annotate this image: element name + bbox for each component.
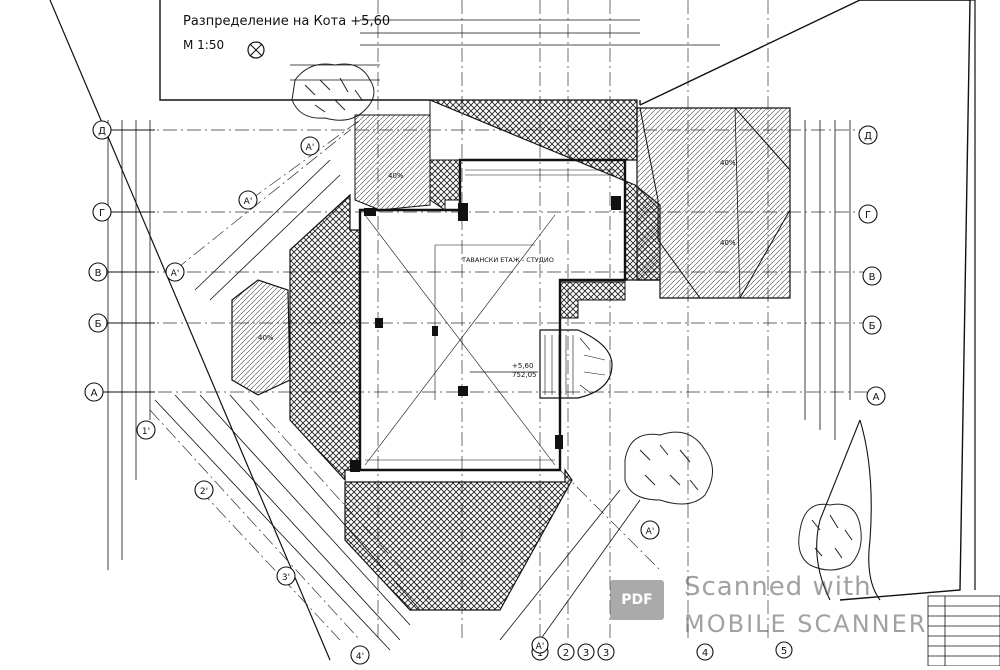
svg-text:Д: Д bbox=[98, 126, 106, 137]
svg-text:5: 5 bbox=[781, 646, 787, 657]
axis-bubble-a2: А' bbox=[238, 190, 258, 210]
axis-bubble-a-left: А bbox=[84, 382, 104, 402]
axis-bubble-5-bottom: 5 bbox=[775, 641, 793, 659]
axis-bubble-2prime: 2' bbox=[194, 480, 214, 500]
room-label: ТАВАНСКИ ЕТАЖ - СТУДИО bbox=[461, 256, 554, 264]
svg-text:А': А' bbox=[171, 269, 180, 279]
axis-bubble-3prime: 3' bbox=[276, 566, 296, 586]
axis-bubble-3-bottom: 3 bbox=[577, 643, 595, 661]
drawing-scale: М 1:50 bbox=[183, 38, 225, 52]
staircase bbox=[539, 329, 613, 399]
drawing-title: Разпределение на Кота +5,60 bbox=[183, 14, 391, 29]
svg-text:В: В bbox=[869, 272, 876, 283]
svg-text:1': 1' bbox=[142, 427, 150, 437]
svg-text:3: 3 bbox=[583, 648, 589, 659]
roof-slope-label-nw: 40% bbox=[388, 172, 404, 180]
stair-treads bbox=[544, 335, 606, 395]
dimension-chain-right bbox=[804, 120, 851, 440]
axis-bubbles-oblique: А' А' А' 1' 2' 3' 4' А' А' bbox=[136, 136, 660, 665]
svg-text:4': 4' bbox=[356, 652, 364, 662]
axis-bubble-3b-bottom: 3 bbox=[597, 643, 615, 661]
plot-edge-left bbox=[49, 0, 331, 661]
svg-text:А: А bbox=[873, 392, 880, 403]
roof-slope-light-ne bbox=[636, 107, 791, 299]
roof-slope-hatched-south bbox=[344, 468, 573, 611]
svg-text:4: 4 bbox=[702, 648, 708, 659]
tree-east bbox=[798, 503, 862, 571]
svg-text:А: А bbox=[91, 388, 98, 399]
axis-bubble-d-right: Д bbox=[858, 125, 878, 145]
axis-bubble-a1: А' bbox=[300, 136, 320, 156]
watermark-line-2: MOBILE SCANNER bbox=[684, 610, 928, 638]
svg-text:А': А' bbox=[646, 527, 655, 537]
axis-bubble-a-s: А' bbox=[531, 636, 549, 654]
tree-northwest bbox=[291, 63, 375, 121]
svg-text:В: В bbox=[95, 268, 102, 279]
axis-bubble-1prime: 1' bbox=[136, 420, 156, 440]
roof-slope-hatched-west bbox=[289, 193, 361, 482]
svg-text:А': А' bbox=[306, 143, 315, 153]
axis-bubbles-bottom: 1 2 3 3 4 5 bbox=[531, 641, 793, 661]
svg-text:Г: Г bbox=[865, 210, 871, 221]
axis-bubble-a-se: А' bbox=[640, 520, 660, 540]
axis-bubble-a-right: А bbox=[866, 386, 886, 406]
svg-text:Г: Г bbox=[99, 208, 105, 219]
axis-bubble-g-left: Г bbox=[92, 202, 112, 222]
north-arrow-symbol bbox=[247, 41, 265, 59]
site-boundary bbox=[159, 0, 971, 601]
axis-bubble-v-right: В bbox=[862, 266, 882, 286]
scanner-watermark: PDF Scanned with MOBILE SCANNER bbox=[610, 570, 940, 660]
axis-bubble-g-right: Г bbox=[858, 204, 878, 224]
structural-columns bbox=[350, 196, 621, 472]
level-absolute: 752,05 bbox=[512, 371, 537, 379]
svg-text:Б: Б bbox=[95, 319, 102, 330]
svg-text:Б: Б bbox=[869, 321, 876, 332]
axis-bubbles-right: Д Г В Б А bbox=[858, 125, 886, 406]
roof-hatched-nw-corner bbox=[429, 100, 461, 211]
svg-text:3: 3 bbox=[603, 648, 609, 659]
svg-text:2': 2' bbox=[200, 487, 208, 497]
studio-inner-diagonals bbox=[364, 169, 615, 466]
plot-edge-right bbox=[860, 0, 976, 590]
dimension-chain-left bbox=[103, 120, 155, 570]
title-block bbox=[927, 595, 1000, 667]
axis-bubble-b-left: Б bbox=[88, 313, 108, 333]
svg-text:А': А' bbox=[244, 197, 253, 207]
axis-bubble-4-bottom: 4 bbox=[696, 643, 714, 661]
level-mark: +5,60 bbox=[512, 362, 533, 370]
svg-text:3': 3' bbox=[282, 573, 290, 583]
watermark-line-1: Scanned with bbox=[684, 572, 872, 602]
path-curve-east bbox=[816, 419, 861, 601]
axis-bubble-b-right: Б bbox=[862, 315, 882, 335]
studio-outer-wall bbox=[358, 158, 627, 472]
svg-text:А': А' bbox=[536, 642, 545, 652]
roof-slope-label-e: 40% bbox=[720, 239, 736, 247]
pdf-icon: PDF bbox=[610, 580, 664, 620]
axis-bubbles-left: Д Г В Б А bbox=[84, 120, 112, 402]
axis-bubble-d-left: Д bbox=[92, 120, 112, 140]
roof-slope-label-ne: 40% bbox=[720, 159, 736, 167]
roof-hatched-stair bbox=[559, 281, 626, 319]
path-curve-east-2 bbox=[859, 419, 881, 601]
axis-bubble-a3: А' bbox=[165, 262, 185, 282]
dimension-chain-top bbox=[290, 19, 720, 81]
axis-bubble-4prime: 4' bbox=[350, 645, 370, 665]
bay-slope-label: 40% bbox=[258, 334, 274, 342]
axis-bubble-v-left: В bbox=[88, 262, 108, 282]
roof-slope-light-nw bbox=[354, 114, 431, 211]
axis-bubble-2-bottom: 2 bbox=[557, 643, 575, 661]
tree-southeast bbox=[624, 431, 713, 505]
svg-text:2: 2 bbox=[563, 648, 569, 659]
svg-text:Д: Д bbox=[864, 131, 872, 142]
